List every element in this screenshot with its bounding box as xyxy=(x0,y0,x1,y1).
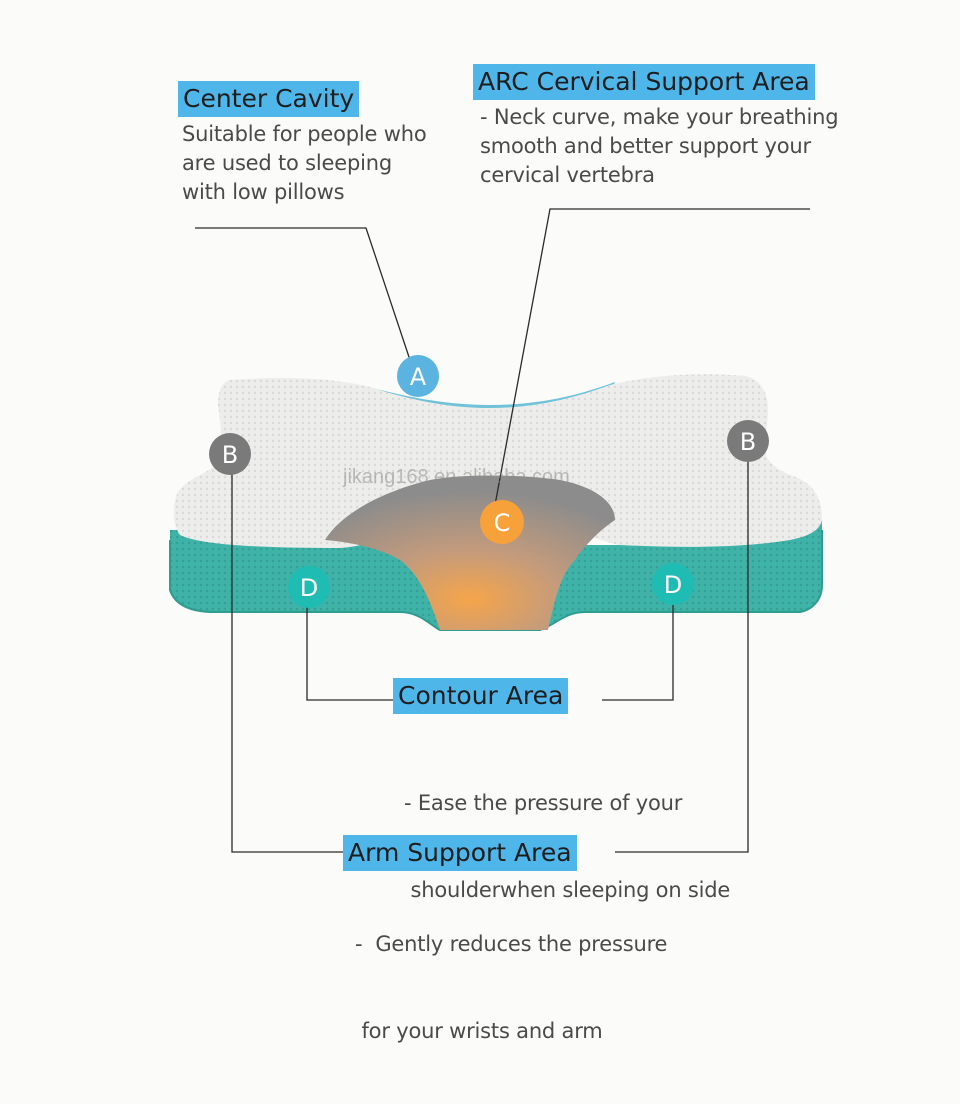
arc-cervical-line-2: smooth and better support your xyxy=(480,134,811,158)
contour-area-line-1: - Ease the pressure of your xyxy=(404,791,683,815)
infographic: A B B C D D jikang168.en.alibaba.com Cen… xyxy=(169,64,839,1043)
center-cavity-line-2: are used to sleeping xyxy=(182,151,392,175)
pillow-top-surface xyxy=(173,374,822,548)
arc-cervical-description: - Neck curve, make your breathing smooth… xyxy=(480,103,839,190)
arm-support-description: - Gently reduces the pressure for your w… xyxy=(355,872,667,1104)
arm-support-line-2: for your wrists and arm xyxy=(355,1019,603,1043)
center-cavity-line-1: Suitable for people who xyxy=(182,122,427,146)
marker-b-left: B xyxy=(209,433,251,475)
marker-d-left-letter: D xyxy=(300,574,318,602)
marker-b-right: B xyxy=(727,420,769,462)
marker-c: C xyxy=(480,500,524,544)
arm-support-line-1: - Gently reduces the pressure xyxy=(355,932,668,956)
arc-cervical-line-1: - Neck curve, make your breathing xyxy=(480,105,839,129)
marker-a-letter: A xyxy=(410,363,427,391)
contour-area-line-2: shoulderwhen sleeping on side xyxy=(404,878,731,902)
marker-b-right-letter: B xyxy=(740,428,756,456)
marker-d-left: D xyxy=(288,566,330,608)
marker-b-left-letter: B xyxy=(222,441,238,469)
center-cavity-description: Suitable for people who are used to slee… xyxy=(182,120,427,207)
marker-a: A xyxy=(397,355,439,397)
marker-d-right: D xyxy=(652,563,694,605)
center-cavity-line-3: with low pillows xyxy=(182,180,345,204)
arc-cervical-title: ARC Cervical Support Area xyxy=(473,64,815,100)
center-cavity-title: Center Cavity xyxy=(178,81,360,117)
arm-support-title: Arm Support Area xyxy=(343,835,577,871)
cervical-support-area xyxy=(325,475,615,630)
contour-area-description: - Ease the pressure of your shoulderwhen… xyxy=(404,731,730,963)
pillow-illustration: A B B C D D xyxy=(169,208,823,853)
connector-lines xyxy=(195,208,810,853)
marker-c-letter: C xyxy=(494,509,511,537)
arc-cervical-line-3: cervical vertebra xyxy=(480,163,655,187)
marker-d-right-letter: D xyxy=(664,571,682,599)
contour-area-title: Contour Area xyxy=(393,678,569,714)
watermark: jikang168.en.alibaba.com xyxy=(343,466,570,488)
